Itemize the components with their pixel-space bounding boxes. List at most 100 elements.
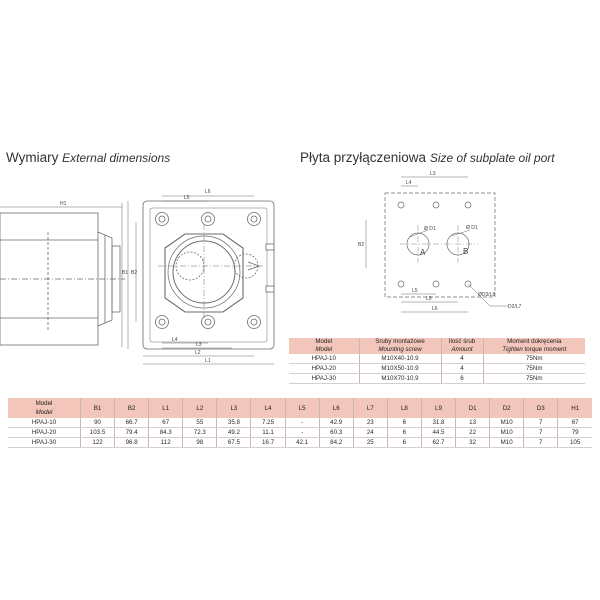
dimensions-header-l6: L6 xyxy=(319,398,354,418)
model-cell: HPAJ-30 xyxy=(8,437,81,448)
subplate-cell: 75Nm xyxy=(483,373,585,384)
sub-label-l9: L9 xyxy=(426,296,432,302)
dimension-cell: 35.8 xyxy=(216,418,252,428)
dimension-cell: 55 xyxy=(182,418,218,428)
dimension-cell: 98 xyxy=(182,437,218,448)
subplate-cell: HPAJ-20 xyxy=(289,363,360,374)
dimension-cell: 72.3 xyxy=(182,427,218,438)
label-l3: L3 xyxy=(196,342,202,348)
subplate-cell: 6 xyxy=(441,373,484,384)
dimension-cell: M10 xyxy=(489,427,525,438)
subplate-cell: HPAJ-30 xyxy=(289,373,360,384)
front-view-body xyxy=(142,200,275,350)
dimensions-header-h1: H1 xyxy=(557,398,592,418)
subplate-title-en: Size of subplate oil port xyxy=(429,151,555,165)
dimension-cell: 42.9 xyxy=(319,418,354,428)
sub-label-d1a: Ø D1 xyxy=(424,226,436,232)
dimension-cell: 13 xyxy=(455,418,491,428)
subplate-cell: M10X50-10.9 xyxy=(359,363,442,374)
dimension-cell: - xyxy=(285,427,320,438)
dimension-cell: 103.5 xyxy=(80,427,116,438)
dimensions-header-d2: D2 xyxy=(489,398,525,418)
dimension-cell: 7 xyxy=(523,418,559,428)
sub-label-l5: L5 xyxy=(412,288,418,294)
dimension-cell: 84.2 xyxy=(319,437,354,448)
dimension-cell: 79.4 xyxy=(114,427,150,438)
dimension-cell: 7.25 xyxy=(250,418,286,428)
dimension-cell: 90 xyxy=(80,418,116,428)
dimensions-header-l7: L7 xyxy=(353,398,388,418)
dimensions-header-l2: L2 xyxy=(182,398,218,418)
sub-label-a: A xyxy=(420,248,426,257)
table-row: HPAJ-30 M10X70-10.9 6 75Nm xyxy=(289,373,585,384)
dimension-cell: 11.1 xyxy=(250,427,286,438)
sub-label-l6: L6 xyxy=(432,306,438,312)
dimension-cell: M10 xyxy=(489,437,525,448)
dimension-cell: 25 xyxy=(353,437,388,448)
dimension-cell: - xyxy=(285,418,320,428)
external-dimensions-title: Wymiary External dimensions xyxy=(6,150,170,165)
valve-dimension-drawing: H1 L6 L5 B2 B1 L4 L3 L2 L1 xyxy=(0,189,275,365)
dimension-cell: M10 xyxy=(489,418,525,428)
table-row: HPAJ-20 M10X50-10.9 4 75Nm xyxy=(289,363,585,374)
dimensions-header-d3: D3 xyxy=(523,398,559,418)
sub-label-d3l8: ØD3/L8 xyxy=(478,292,495,298)
dimension-cell: 16.7 xyxy=(250,437,286,448)
dimension-cell: 49.2 xyxy=(216,427,252,438)
subplate-cell: 4 xyxy=(441,354,484,364)
sub-label-b: B xyxy=(463,247,468,256)
label-l5: L5 xyxy=(184,195,190,201)
dimension-cell: 24 xyxy=(353,427,388,438)
dimension-cell: 67.5 xyxy=(216,437,252,448)
side-view-body xyxy=(0,212,99,346)
subplate-cell: HPAJ-10 xyxy=(289,354,360,364)
label-l4: L4 xyxy=(172,337,178,343)
dimensions-header-d1: D1 xyxy=(455,398,491,418)
dimension-cell: 6 xyxy=(387,418,422,428)
subplate-drawing: L3 L4 Ø D1 Ø D1 A B B2 L5 L9 L6 ØD3/L8 D… xyxy=(358,171,522,313)
dimensions-header-l9: L9 xyxy=(421,398,457,418)
dimensions-header-l5: L5 xyxy=(285,398,320,418)
dimension-cell: 60.3 xyxy=(319,427,354,438)
dimension-cell: 22 xyxy=(455,427,491,438)
label-l2: L2 xyxy=(195,350,201,356)
subplate-cell: 4 xyxy=(441,363,484,374)
sub-label-d1b: Ø D1 xyxy=(466,225,478,231)
dimension-cell: 66.7 xyxy=(114,418,150,428)
dimension-cell: 112 xyxy=(148,437,184,448)
model-cell: HPAJ-20 xyxy=(8,427,81,438)
model-cell: HPAJ-10 xyxy=(8,418,81,428)
dimension-cell: 84.3 xyxy=(148,427,184,438)
dimension-cell: 42.1 xyxy=(285,437,320,448)
external-dimensions-title-en: External dimensions xyxy=(62,151,171,165)
dimension-cell: 44.5 xyxy=(421,427,457,438)
dimensions-header-l4: L4 xyxy=(250,398,286,418)
sub-label-l4: L4 xyxy=(406,180,412,186)
sub-label-d2l7: D2/L7 xyxy=(508,304,522,310)
dimension-cell: 31.8 xyxy=(421,418,457,428)
dimension-cell: 32 xyxy=(455,437,491,448)
subplate-title-pl: Płyta przyłączeniowa xyxy=(300,150,427,165)
external-dimensions-title-pl: Wymiary xyxy=(6,150,59,165)
dimension-cell: 79 xyxy=(557,427,592,438)
dimensions-header-l1: L1 xyxy=(148,398,184,418)
sub-label-b2: B2 xyxy=(358,242,364,248)
dimension-cell: 7 xyxy=(523,437,559,448)
dimension-cell: 7 xyxy=(523,427,559,438)
label-b2: B2 xyxy=(131,270,137,276)
dimension-cell: 6 xyxy=(387,437,422,448)
dimension-cell: 23 xyxy=(353,418,388,428)
dimension-cell: 67 xyxy=(557,418,592,428)
dimension-cell: 122 xyxy=(80,437,116,448)
subplate-outline xyxy=(384,192,496,298)
